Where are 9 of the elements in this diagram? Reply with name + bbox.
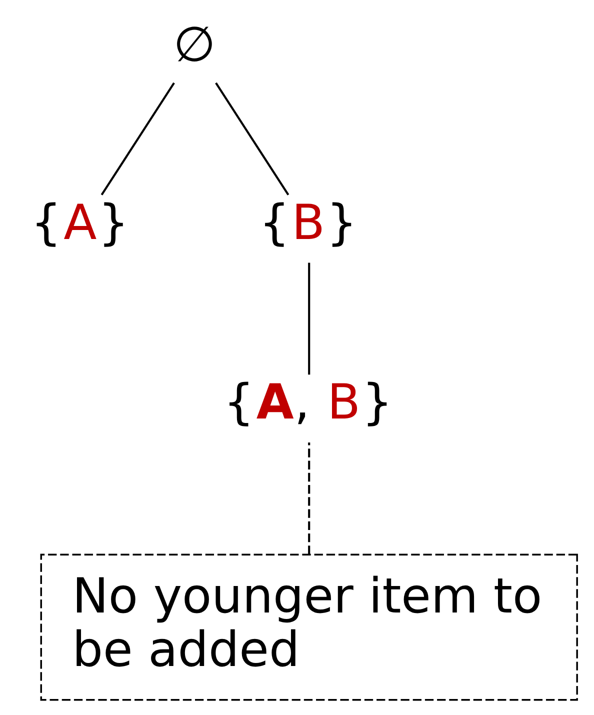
node-text: {A, B} [224, 374, 393, 431]
connector [100, 82, 175, 196]
connector [308, 262, 310, 375]
node-text: {A} [30, 194, 129, 251]
node-box: No younger item to be added [40, 554, 578, 701]
connector [308, 442, 310, 554]
connector [215, 82, 290, 196]
node-text: {B} [258, 194, 358, 251]
node-text: ∅ [173, 16, 216, 73]
